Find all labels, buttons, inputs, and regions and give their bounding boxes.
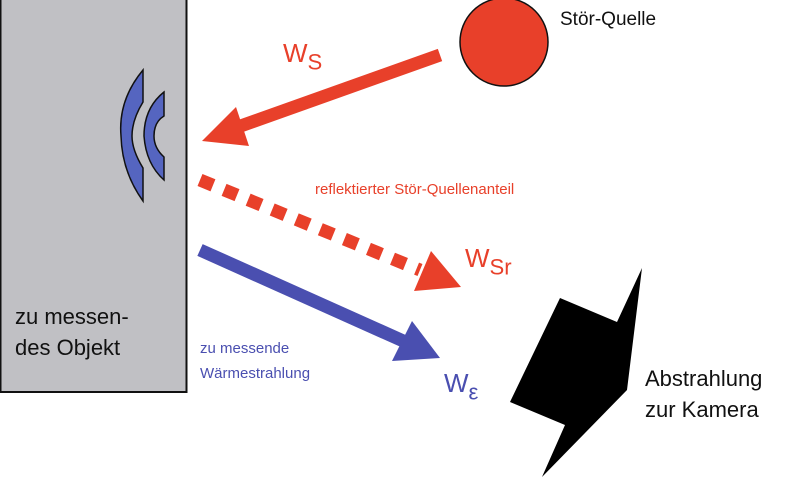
object-label-line1: zu messen-: [15, 304, 129, 329]
reflected-label: reflektierter Stör-Quellenanteil: [315, 181, 515, 198]
source-label: Stör-Quelle: [560, 9, 657, 30]
measured-object: [0, 0, 188, 393]
camera-label-line1: Abstrahlung: [645, 366, 763, 391]
emission-wave-inner-icon: [143, 90, 165, 182]
emitted-symbol: Wε: [444, 368, 479, 405]
reflected-arrow: [197, 173, 461, 291]
incident-arrow: [202, 48, 443, 146]
emission-wave-outer-icon: [119, 67, 144, 204]
reflected-symbol: WSr: [465, 243, 512, 280]
emitted-label-line1: zu messende: [200, 340, 290, 357]
object-label-line2: des Objekt: [15, 335, 121, 360]
emitted-label-line2: Wärmestrahlung: [200, 365, 311, 382]
incident-symbol: WS: [283, 38, 323, 75]
emission-arrow: [197, 244, 440, 361]
camera-icon: [510, 268, 642, 477]
camera-label-line2: zur Kamera: [645, 397, 759, 422]
disturbance-source: [459, 0, 549, 87]
